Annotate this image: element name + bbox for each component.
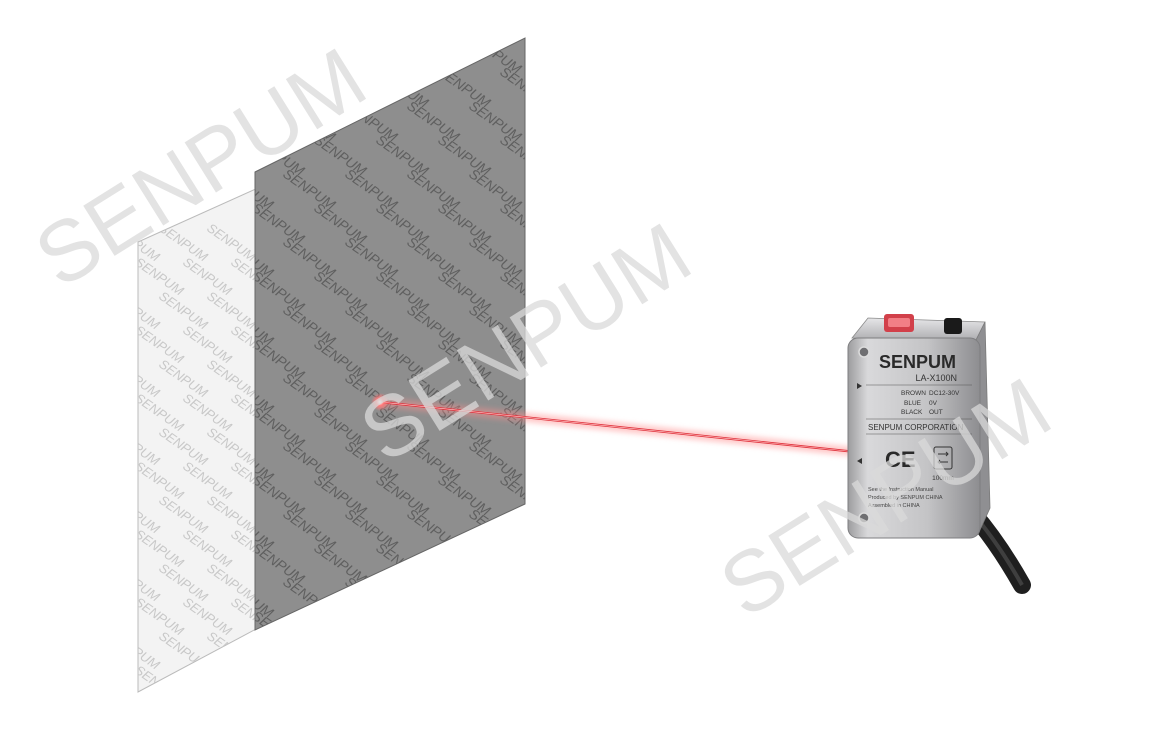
- screw-bottom-icon: [858, 512, 870, 524]
- wire-label: BLACK: [901, 409, 923, 416]
- wire-signal: DC12-30V: [929, 390, 960, 397]
- pattern-text: SENPUM: [528, 29, 587, 77]
- pattern-text: SENPUM: [528, 165, 587, 213]
- pattern-text: SENPUM: [435, 607, 494, 655]
- wire-label: BROWN: [901, 390, 926, 397]
- wire-signal: 0V: [929, 400, 938, 407]
- sensor-corporation: SENPUM CORPORATION: [868, 423, 964, 432]
- pattern-text: SENPUM: [528, 505, 587, 553]
- sensor-note: Assembled in CHINA: [868, 503, 920, 509]
- pattern-text: SENPUM: [218, 641, 277, 689]
- pattern-text: SENPUM: [466, 573, 525, 621]
- pattern-text: SENPUM: [528, 437, 587, 485]
- pattern-text: SENPUM: [466, 641, 525, 689]
- pattern-text: SENPUM: [528, 641, 587, 689]
- pattern-text: SENPUM: [252, 696, 306, 730]
- indicator-arrow-icon: [857, 458, 862, 464]
- pattern-text: SENPUM: [497, 607, 556, 655]
- indicator-arrow-icon: [857, 383, 862, 389]
- range-icon: [933, 446, 953, 470]
- pattern-text: SENPUM: [497, 539, 556, 587]
- pattern-text: SENPUM: [84, 390, 138, 434]
- pattern-text: SENPUM: [180, 662, 234, 706]
- laser-beam: [371, 393, 857, 457]
- wire-label: BLUE: [904, 400, 922, 407]
- pattern-text: SENPUM: [528, 573, 587, 621]
- wire-signal: OUT: [929, 409, 943, 416]
- pattern-text: SENPUM: [435, 539, 494, 587]
- pattern-text: SENPUM: [156, 696, 210, 730]
- pattern-text: SENPUM: [252, 628, 306, 672]
- pattern-text: SENPUM: [311, 607, 370, 655]
- laser-spot: [371, 393, 389, 411]
- sensor-note: Produced by SENPUM CHINA: [868, 495, 943, 501]
- pattern-text: SENPUM: [342, 573, 401, 621]
- sensor-model: LA-X100N: [915, 373, 957, 383]
- sensor-note: See the Instruction Manual: [868, 487, 933, 493]
- laser-sensor: SENPUM LA-X100N BROWN DC12-30V BLUE 0V B…: [847, 314, 991, 539]
- pattern-text: SENPUM: [84, 662, 138, 706]
- pattern-text: SENPUM: [84, 594, 138, 638]
- pattern-text: SENPUM: [280, 641, 339, 689]
- sensor-brand: SENPUM: [879, 352, 956, 372]
- sensor-front: [847, 337, 981, 539]
- pattern-text: SENPUM: [84, 526, 138, 570]
- pattern-text: SENPUM: [84, 458, 138, 502]
- ce-mark: CE: [885, 447, 916, 472]
- pattern-text: SENPUM: [84, 322, 138, 366]
- pattern-text: SENPUM: [373, 607, 432, 655]
- pattern-text: SENPUM: [108, 696, 162, 730]
- teach-button: [944, 318, 962, 334]
- pattern-text: SENPUM: [342, 641, 401, 689]
- pattern-text: SENPUM: [404, 573, 463, 621]
- range-label: 100mm: [932, 475, 954, 482]
- screw-top-icon: [858, 346, 870, 358]
- emitter-lens: [884, 314, 914, 332]
- pattern-text: SENPUM: [228, 662, 282, 706]
- pattern-text: SENPUM: [404, 29, 463, 77]
- pattern-text: SENPUM: [204, 696, 258, 730]
- pattern-text: SENPUM: [528, 97, 587, 145]
- pattern-text: SENPUM: [404, 641, 463, 689]
